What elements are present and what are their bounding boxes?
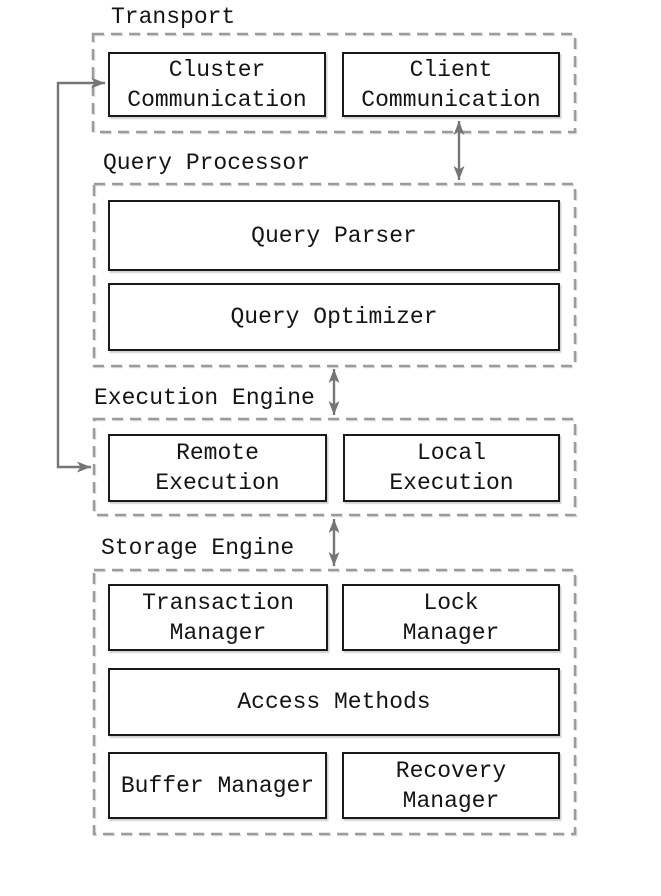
section-label-transport: Transport <box>111 4 236 30</box>
box-lock-manager: Lock Manager <box>342 584 560 651</box>
box-query-parser: Query Parser <box>108 200 560 271</box>
box-remote-execution: Remote Execution <box>108 434 327 502</box>
box-recovery-manager: Recovery Manager <box>342 752 560 819</box>
box-client-communication: Client Communication <box>342 52 560 117</box>
section-label-query-processor: Query Processor <box>103 150 311 176</box>
box-access-methods: Access Methods <box>108 668 560 736</box>
box-buffer-manager: Buffer Manager <box>108 752 327 819</box>
box-local-execution: Local Execution <box>343 434 560 502</box>
section-label-execution-engine: Execution Engine <box>94 385 315 411</box>
section-label-storage-engine: Storage Engine <box>101 535 295 561</box>
box-query-optimizer: Query Optimizer <box>108 283 560 351</box>
box-cluster-communication: Cluster Communication <box>108 52 326 117</box>
box-transaction-manager: Transaction Manager <box>108 584 328 651</box>
